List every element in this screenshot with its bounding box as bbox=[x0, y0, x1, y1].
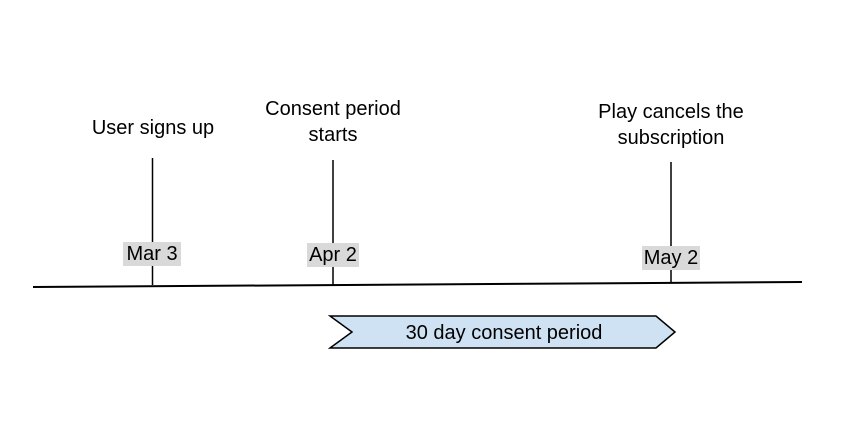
consent-period-banner-label: 30 day consent period bbox=[405, 322, 603, 344]
date-badge-may-2: May 2 bbox=[642, 246, 700, 270]
timeline-axis bbox=[32, 281, 803, 288]
event-label-play-cancels-subscription: Play cancels the subscription bbox=[598, 101, 744, 149]
date-badge-apr-2: Apr 2 bbox=[307, 243, 359, 267]
event-label-user-signs-up: User signs up bbox=[91, 117, 215, 139]
event-label-consent-period-starts: Consent period starts bbox=[265, 98, 401, 146]
consent-period-banner-shape bbox=[327, 315, 677, 349]
date-badge-mar-3: Mar 3 bbox=[123, 242, 181, 266]
